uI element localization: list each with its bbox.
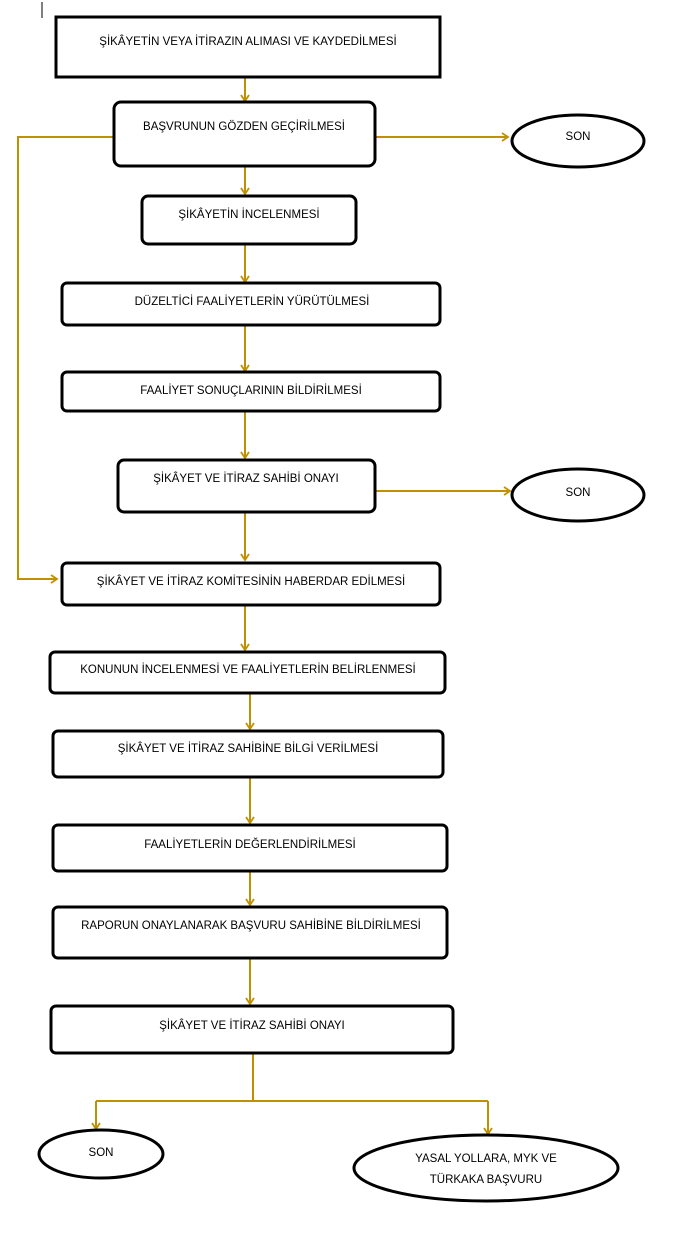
node-n8: KONUNUN İNCELENMESİ VE FAALİYETLERİN BEL… [48,650,447,695]
node-n8-label: KONUNUN İNCELENMESİ VE FAALİYETLERİN BEL… [80,663,416,676]
node-n1-label: ŞİKÂYETİN VEYA İTİRAZIN ALIMASI VE KAYDE… [99,35,396,48]
arrow-n2-n7-bypass [17,136,113,584]
node-n3-label: ŞİKÂYETİN İNCELENMESİ [178,208,319,221]
node-n6-box [116,458,377,514]
node-n7-box [60,561,442,607]
node-n9-box [51,729,445,779]
node-son1-oval [510,113,646,169]
node-n1: ŞİKÂYETİN VEYA İTİRAZIN ALIMASI VE KAYDE… [54,15,442,79]
node-son3: SON [37,1128,165,1180]
node-n4: DÜZELTİCİ FAALİYETLERİN YÜRÜTÜLMESİ [60,281,442,327]
node-n1-box [54,15,442,79]
node-n6: ŞİKÂYET VE İTİRAZ SAHİBİ ONAYI [116,458,377,514]
node-son3-oval [37,1128,165,1180]
node-n9-label: ŞİKÂYET VE İTİRAZ SAHİBİNE BİLGİ VERİLME… [118,742,379,755]
node-n12: ŞİKÂYET VE İTİRAZ SAHİBİ ONAYI [49,1004,455,1055]
node-n11-label: RAPORUN ONAYLANARAK BAŞVURU SAHİBİNE BİL… [81,919,421,932]
node-n5: FAALİYET SONUÇLARININ BİLDİRİLMESİ [60,370,442,413]
node-n9: ŞİKÂYET VE İTİRAZ SAHİBİNE BİLGİ VERİLME… [51,729,445,779]
node-son2: SON [510,467,646,523]
node-son2-oval [510,467,646,523]
node-n4-label: DÜZELTİCİ FAALİYETLERİN YÜRÜTÜLMESİ [135,295,370,308]
node-n11-box [51,905,449,960]
node-n10-label: FAALİYETLERİN DEĞERLENDİRİLMESİ [144,838,356,851]
node-legal-line1: YASAL YOLLARA, MYK VE [415,1153,557,1165]
node-son1-label: SON [566,131,591,143]
node-legal-line2: TÜRKAKA BAŞVURU [430,1174,542,1186]
node-n5-label: FAALİYET SONUÇLARININ BİLDİRİLMESİ [140,384,362,397]
connectors [17,77,512,1136]
node-legal: YASAL YOLLARA, MYK VE TÜRKAKA BAŞVURU [352,1133,620,1203]
node-n7-label: ŞİKÂYET VE İTİRAZ KOMİTESİNİN HABERDAR E… [97,575,405,588]
node-n6-label: ŞİKÂYET VE İTİRAZ SAHİBİ ONAYI [153,472,339,485]
node-n2-label: BAŞVRUNUN GÖZDEN GEÇİRİLMESİ [143,120,345,133]
node-n10-box [51,823,449,873]
node-n12-label: ŞİKÂYET VE İTİRAZ SAHİBİ ONAYI [159,1019,345,1032]
node-n8-box [48,650,447,695]
node-n2: BAŞVRUNUN GÖZDEN GEÇİRİLMESİ [112,100,377,168]
node-n10: FAALİYETLERİN DEĞERLENDİRİLMESİ [51,823,449,873]
node-n4-box [60,281,442,327]
node-son1: SON [510,113,646,169]
node-son3-label: SON [89,1147,114,1159]
node-son2-label: SON [566,487,591,499]
node-n7: ŞİKÂYET VE İTİRAZ KOMİTESİNİN HABERDAR E… [60,561,442,607]
node-n11: RAPORUN ONAYLANARAK BAŞVURU SAHİBİNE BİL… [51,905,449,960]
node-legal-oval [352,1133,620,1203]
node-n12-box [49,1004,455,1055]
node-n3: ŞİKÂYETİN İNCELENMESİ [140,194,358,246]
node-n3-box [140,194,358,246]
node-n5-box [60,370,442,413]
node-n2-box [112,100,377,168]
